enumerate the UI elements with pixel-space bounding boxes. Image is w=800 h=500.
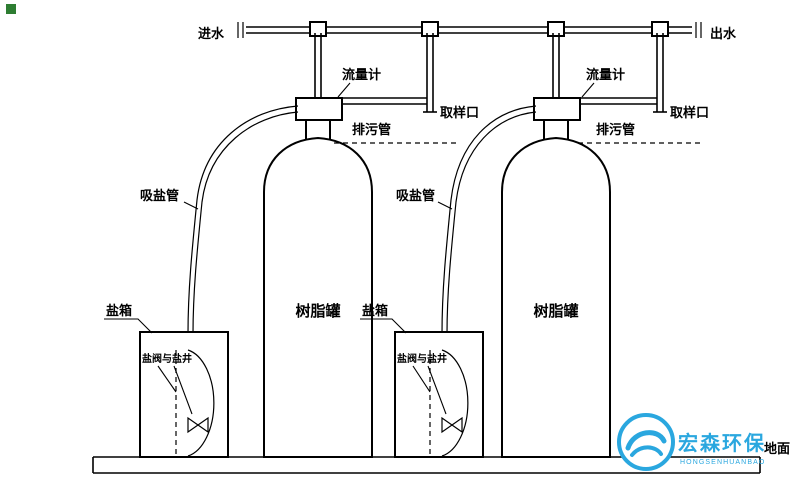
company-logo: 宏森环保 HONGSENHUANBAO [617,413,766,471]
logo-name: 宏森环保 [678,431,766,455]
salt-valve-leader [412,365,431,393]
salt-suction-pipe [446,111,537,416]
ground-label: 地面 [764,441,790,456]
drain-pipe-label: 排污管 [352,122,391,137]
softener-unit-1: 树脂罐 流量计 取样口 排污管 吸盐管 [140,33,479,458]
resin-tank-label: 树脂罐 [533,302,578,320]
salt-box-leader [104,318,153,334]
pipe-tee-fitting [547,21,565,37]
salt-well-leader [173,365,193,415]
salt-box-2: 盐箱 盐阀与盐井 [360,303,484,458]
logo-wave-icon [630,445,663,457]
salt-valve-well-label: 盐阀与盐井 [397,352,447,365]
green-artifact [6,4,16,14]
pipe-tee-fitting [309,21,327,37]
salt-box-1: 盐箱 盐阀与盐井 [104,303,229,458]
salt-box-label: 盐箱 [106,303,132,318]
flow-meter-leader [581,82,595,98]
salt-well-leader [427,365,447,415]
sampling-port-label: 取样口 [670,105,709,120]
control-valve [295,97,343,121]
drain-pipe-label: 排污管 [596,122,635,137]
salt-valve-symbol [450,416,463,434]
resin-tank-outline [501,136,611,458]
softener-unit-2: 树脂罐 流量计 取样口 排污管 吸盐管 [396,33,709,458]
inlet-label: 进水 [198,26,225,41]
salt-valve-well-label: 盐阀与盐井 [142,352,192,365]
main-pipe: 进水 出水 [198,21,737,41]
resin-tank-outline [263,136,373,458]
salt-valve-symbol [441,416,454,434]
flow-meter-leader [337,82,351,98]
sampling-port-label: 取样口 [440,105,479,120]
salt-well-arc [187,349,215,457]
outlet-label: 出水 [710,26,737,41]
resin-tank-label: 树脂罐 [295,302,340,320]
salt-valve-leader [157,365,177,393]
salt-suction-pipe [441,105,537,420]
salt-well-arc [441,349,469,457]
salt-suction-pipe [192,111,299,416]
logo-subtitle: HONGSENHUANBAO [680,459,765,466]
logo-wave-icon [625,430,667,451]
salt-suction-leader [437,201,453,210]
salt-valve-symbol [196,416,209,434]
salt-box-label: 盐箱 [362,303,388,318]
pipe-tee-fitting [651,21,669,37]
salt-suction-label: 吸盐管 [140,188,179,203]
flow-meter-label: 流量计 [342,67,381,82]
control-valve [533,97,581,121]
flow-meter-label: 流量计 [586,67,625,82]
salt-suction-pipe [187,105,299,420]
pipe-tee-fitting [421,21,439,37]
salt-suction-leader [183,201,199,210]
salt-suction-label: 吸盐管 [396,188,435,203]
salt-box-outline [139,331,229,458]
salt-box-leader [360,318,407,334]
salt-valve-symbol [187,416,200,434]
